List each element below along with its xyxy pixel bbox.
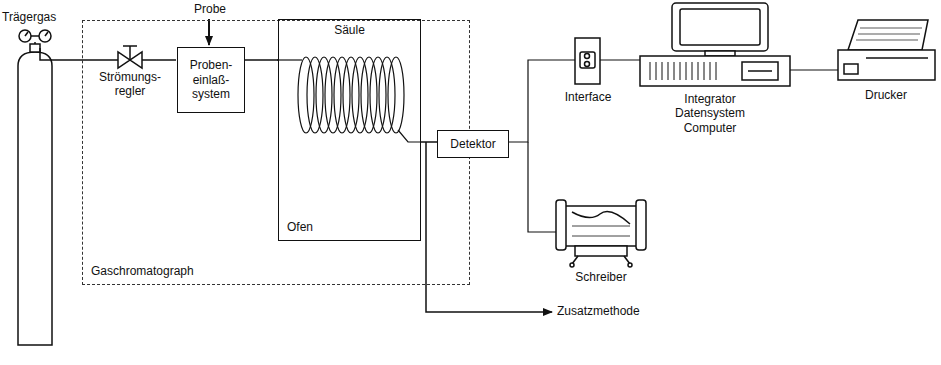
part-label: Interface	[560, 90, 616, 104]
node-text: Säule	[279, 23, 420, 37]
outlet-line	[426, 142, 552, 312]
input-label: Probe	[185, 2, 235, 16]
printer-icon	[838, 20, 935, 80]
part-label: Drucker	[850, 88, 922, 102]
connector-line	[245, 59, 278, 61]
gas-cylinder	[18, 30, 52, 345]
part-label: Schreiber	[566, 270, 636, 284]
interface-icon	[575, 38, 600, 84]
node-text: Ofen	[287, 220, 313, 234]
node-text: Proben- einlaß- system	[181, 58, 241, 101]
flow-regulator-valve	[118, 46, 142, 68]
node-text: Gaschromatograph	[91, 264, 194, 278]
connector-line	[421, 141, 437, 143]
output-label: Zusatzmethode	[557, 304, 667, 318]
part-label: Trägergas	[2, 10, 78, 24]
oven-box: SäuleOfen	[278, 19, 421, 241]
part-label: Integrator Datensystem Computer	[660, 92, 760, 135]
recorder-icon	[556, 200, 646, 267]
column-coil	[277, 57, 420, 142]
computer-icon	[640, 3, 790, 86]
process-box: Detektor	[437, 130, 509, 158]
gas-line	[40, 48, 176, 60]
process-box: Proben- einlaß- system	[177, 47, 245, 113]
sample-arrow	[208, 19, 210, 45]
node-text: Detektor	[450, 137, 495, 151]
part-label: Strömungs- regler	[94, 70, 166, 99]
instrument-frame: Gaschromatograph Proben- einlaß- system Sä…	[82, 20, 470, 285]
